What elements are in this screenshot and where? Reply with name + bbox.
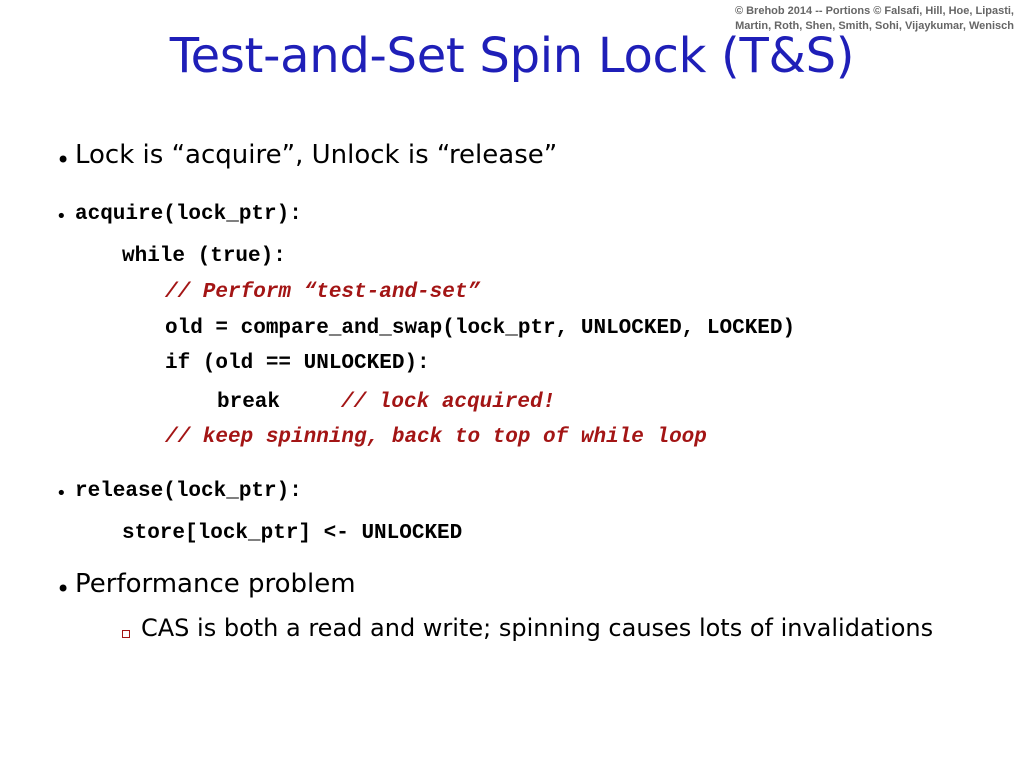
code-if-line: if (old == UNLOCKED): — [165, 352, 430, 375]
copyright-line-2: Martin, Roth, Shen, Smith, Sohi, Vijayku… — [735, 20, 1014, 32]
code-comment-acquired: // lock acquired! — [341, 391, 556, 414]
bullet-dot: • — [56, 483, 67, 504]
bullet-lock-acquire-release: Lock is “acquire”, Unlock is “release” — [75, 140, 558, 170]
copyright-line-1: © Brehob 2014 -- Portions © Falsafi, Hil… — [734, 5, 1014, 17]
square-bullet-icon — [122, 630, 130, 638]
bullet-performance-problem: Performance problem — [75, 569, 356, 599]
bullet-release-signature: release(lock_ptr): — [75, 480, 302, 503]
code-break-line: break — [217, 391, 281, 414]
code-comment-perform: // Perform “test-and-set” — [165, 281, 481, 304]
code-comment-keep-spinning: // keep spinning, back to top of while l… — [165, 426, 707, 449]
copyright-notice: © Brehob 2014 -- Portions © Falsafi, Hil… — [735, 4, 1014, 34]
sub-bullet-cas-invalidations: CAS is both a read and write; spinning c… — [141, 614, 934, 642]
code-while-line: while (true): — [122, 245, 286, 268]
bullet-dot: • — [56, 575, 71, 603]
bullet-dot: • — [56, 206, 67, 227]
slide-title: Test-and-Set Spin Lock (T&S) — [169, 28, 855, 84]
bullet-dot: • — [56, 146, 71, 174]
code-store-line: store[lock_ptr] <- UNLOCKED — [122, 522, 463, 545]
bullet-acquire-signature: acquire(lock_ptr): — [75, 203, 302, 226]
code-cas-line: old = compare_and_swap(lock_ptr, UNLOCKE… — [165, 317, 796, 340]
